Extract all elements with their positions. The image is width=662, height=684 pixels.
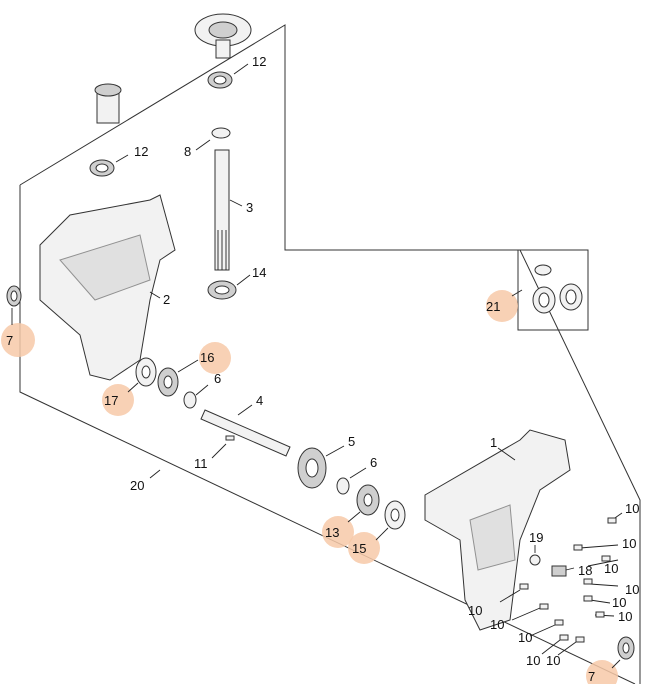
callout-20: 20 <box>130 478 144 493</box>
callout-6-lower: 6 <box>370 455 377 470</box>
kit-box <box>517 249 589 331</box>
callout-3: 3 <box>246 200 253 215</box>
plug-18 <box>551 565 575 577</box>
callout-16: 16 <box>200 350 214 365</box>
callout-10-k: 10 <box>546 653 560 668</box>
leader-21 <box>511 289 523 297</box>
callout-15: 15 <box>352 541 366 556</box>
callout-10-c: 10 <box>604 561 618 576</box>
shaft-3 <box>214 149 243 271</box>
callout-12-top: 12 <box>252 54 266 69</box>
callout-10-j: 10 <box>526 653 540 668</box>
callout-10-b: 10 <box>622 536 636 551</box>
callout-19: 19 <box>529 530 543 545</box>
callout-10-i: 10 <box>518 630 532 645</box>
washer-15 <box>375 500 406 541</box>
callout-10-f: 10 <box>618 609 632 624</box>
callout-14: 14 <box>252 265 266 280</box>
callout-2: 2 <box>163 292 170 307</box>
washer-8 <box>195 127 231 151</box>
callout-17: 17 <box>104 393 118 408</box>
gear-5 <box>297 445 345 489</box>
bearing-14 <box>207 274 251 300</box>
callout-10-h: 10 <box>490 617 504 632</box>
callout-18: 18 <box>578 563 592 578</box>
washer-17 <box>127 357 157 393</box>
callout-12-left: 12 <box>134 144 148 159</box>
bearing-16 <box>157 359 199 397</box>
callout-7-left: 7 <box>6 333 13 348</box>
bearing-12-left <box>89 154 129 177</box>
callout-10-a: 10 <box>625 501 639 516</box>
bearing-12-top <box>207 63 249 89</box>
callout-7-right: 7 <box>588 669 595 684</box>
callout-5: 5 <box>348 434 355 449</box>
callout-1: 1 <box>490 435 497 450</box>
screw-set <box>499 512 623 656</box>
callout-21: 21 <box>486 299 500 314</box>
housing-1 <box>424 429 571 631</box>
assembly-outline <box>19 24 641 684</box>
callout-10-d: 10 <box>625 582 639 597</box>
callout-10-e: 10 <box>612 595 626 610</box>
housing-2 <box>39 194 176 381</box>
key-11 <box>211 435 235 459</box>
ring-6-upper <box>183 384 209 409</box>
highlight-markers <box>1 290 618 684</box>
seal-7-right <box>611 636 635 669</box>
callout-4: 4 <box>256 393 263 408</box>
callout-8: 8 <box>184 144 191 159</box>
callout-13: 13 <box>325 525 339 540</box>
bearing-13 <box>347 484 380 523</box>
seal-7-left <box>6 285 22 325</box>
cap-19 <box>529 545 541 566</box>
callout-10-g: 10 <box>468 603 482 618</box>
leader-20 <box>149 469 161 479</box>
callout-6-upper: 6 <box>214 371 221 386</box>
bevel-gear <box>94 83 122 124</box>
ring-6-lower <box>336 467 367 495</box>
shaft-4 <box>200 404 291 457</box>
callout-11: 11 <box>194 456 208 471</box>
crown-gear <box>194 13 252 59</box>
